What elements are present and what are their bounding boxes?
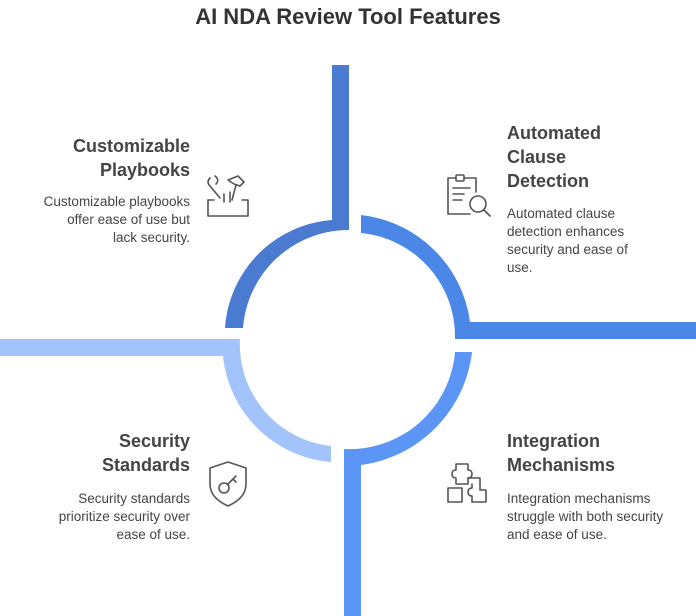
desc-security-standards: Security standards prioritize security o… [58,491,190,542]
desc-integration-mechanisms: Integration mechanisms struggle with bot… [507,491,664,542]
shield-key-icon [209,461,247,507]
desc-customizable-playbooks: Customizable playbooks offer ease of use… [43,194,190,245]
heading-integration-mechanisms: Integration Mechanisms [507,431,616,475]
page-title: AI NDA Review Tool Features [195,4,501,29]
heading-security-standards: Security Standards [101,431,190,475]
arc-bottom-right [344,352,472,616]
heading-automated-clause-detection: Automated Clause Detection [507,123,601,191]
heading-customizable-playbooks: Customizable Playbooks [72,136,190,180]
tools-icon [207,175,249,217]
arc-top-right [361,215,696,339]
desc-automated-clause-detection: Automated clause detection enhances secu… [507,206,628,275]
arc-top-left [225,65,349,328]
document-search-icon [447,174,491,217]
arc-bottom-left [0,339,331,462]
puzzle-icon [447,463,487,503]
